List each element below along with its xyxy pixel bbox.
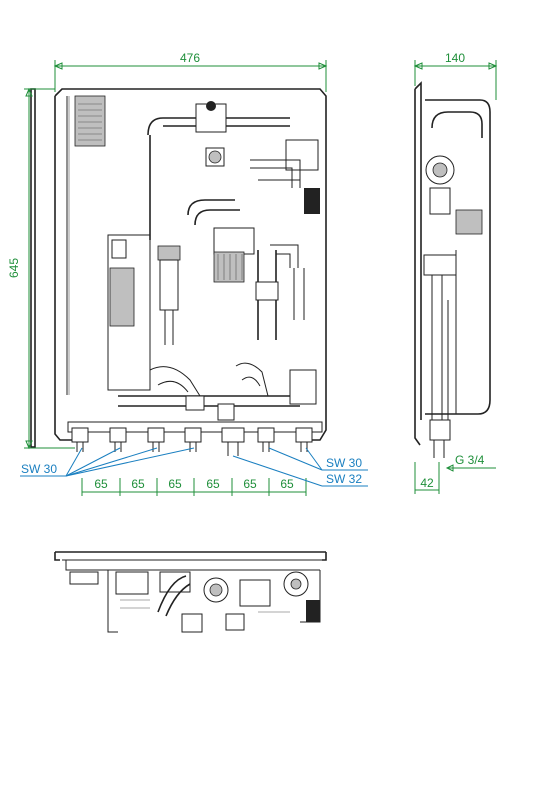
top-view-actuator: [239, 579, 271, 607]
control-label: [109, 267, 135, 327]
top-pipe-left: [147, 117, 200, 240]
left-pump-flange: [157, 245, 181, 261]
right-outlet: [293, 268, 305, 320]
spacing-label-6: 65: [280, 477, 294, 491]
pump-upper-housing: [285, 139, 319, 171]
front-housing: [30, 88, 36, 448]
pump-upper-pipe: [250, 159, 301, 188]
side-nut: [429, 419, 451, 441]
sw-right-bottom-label: SW 32: [326, 472, 362, 486]
top-view-pump-core: [209, 583, 223, 597]
width-label: 476: [180, 51, 200, 65]
lower-manifold: [118, 395, 300, 407]
side-back-plate: [414, 81, 422, 446]
spacing-label-2: 65: [131, 477, 145, 491]
side-pipe-top: [431, 111, 483, 138]
top-view-lower-block: [181, 613, 203, 633]
sw-right-leaders: [232, 447, 368, 487]
top-view-motor: [306, 600, 320, 622]
top-view-elbow: [157, 575, 191, 617]
side-actuator: [455, 209, 483, 235]
top-pipe-right: [226, 117, 290, 127]
lower-valve-2: [217, 403, 235, 421]
thread-label: G 3/4: [455, 453, 485, 467]
front-view: 476 645 65 65 65 65 65 65: [7, 51, 368, 496]
pump-upper-motor: [304, 188, 320, 214]
control-box: [107, 234, 151, 391]
spacing-label-5: 65: [243, 477, 257, 491]
side-view: 140 42 G 3/4: [413, 51, 498, 494]
spacing-label-1: 65: [94, 477, 108, 491]
side-motor: [429, 187, 451, 215]
left-pump-pipe: [164, 310, 174, 345]
offset-label: 42: [420, 476, 434, 490]
right-riser-fitting: [255, 281, 279, 301]
top-valve-knob: [206, 101, 216, 111]
lower-pump: [289, 369, 317, 405]
connection-nuts: [71, 427, 313, 443]
top-view: [54, 551, 327, 633]
lower-elbow-right: [235, 362, 269, 397]
lower-valve: [185, 395, 205, 411]
spacing-label-3: 65: [168, 477, 182, 491]
side-pump-core: [432, 162, 448, 178]
control-switch: [111, 239, 127, 259]
top-view-box-a: [115, 571, 149, 595]
connection-stubs: [76, 442, 308, 456]
actuator: [213, 251, 245, 283]
side-mid-block: [423, 254, 457, 276]
spacing-ticks: [81, 478, 307, 496]
side-cover: [425, 99, 491, 415]
depth-label: 140: [445, 51, 465, 65]
right-elbow: [270, 244, 299, 268]
sw-left-label: SW 30: [21, 462, 57, 476]
rating-label: [74, 95, 106, 147]
mixing-valve-body: [213, 227, 255, 255]
lower-elbow-left: [149, 366, 201, 397]
sw-left-leaders: [20, 447, 195, 477]
front-back-plate: [54, 88, 327, 441]
side-lower-pipes: [431, 275, 449, 420]
sw-right-top-label: SW 30: [326, 456, 362, 470]
top-view-lower-block-2: [225, 613, 245, 631]
top-view-plate: [54, 551, 327, 561]
pressure-gauge-dial: [208, 150, 222, 164]
top-view-rail: [62, 559, 322, 571]
left-pump: [159, 259, 179, 311]
side-stub: [433, 440, 445, 458]
mixing-loop: [187, 199, 240, 226]
spacing-label-4: 65: [206, 477, 220, 491]
height-label: 645: [7, 258, 21, 278]
top-view-right-pump-core: [290, 578, 302, 590]
top-view-box-left: [69, 571, 99, 585]
